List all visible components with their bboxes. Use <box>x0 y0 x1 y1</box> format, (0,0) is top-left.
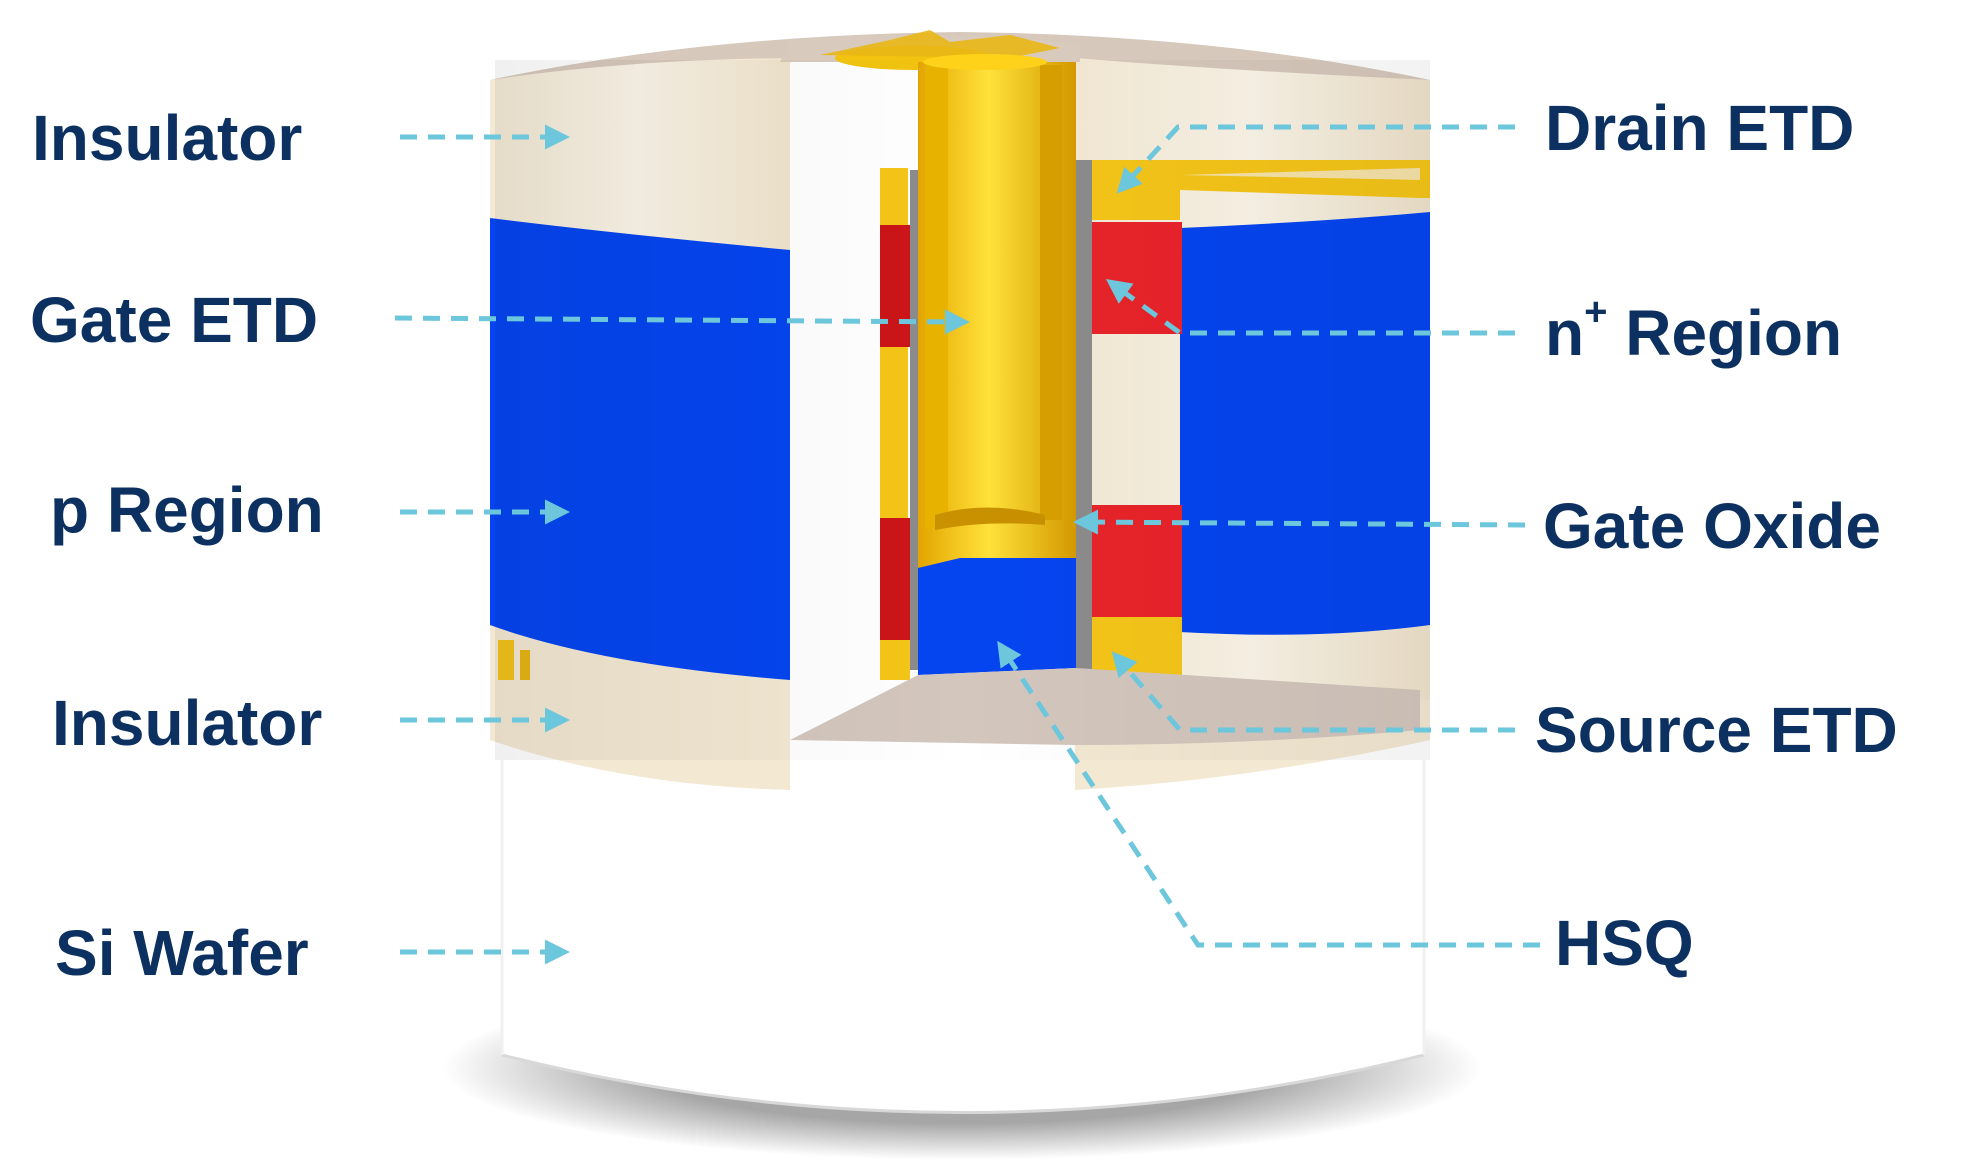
arrow-n-region <box>1105 279 1515 336</box>
arrow-hsq <box>997 640 1540 948</box>
label-gate-oxide: Gate Oxide <box>1543 490 1881 562</box>
leader-lines <box>394 124 1540 965</box>
label-n-region: n+ Region <box>1545 290 1842 369</box>
label-insulator-bottom: Insulator <box>52 687 322 759</box>
si-wafer-base <box>442 735 1482 1160</box>
label-hsq: HSQ <box>1555 907 1694 979</box>
arrow-gate-etd <box>394 309 970 335</box>
labels-right: Drain ETD n+ Region Gate Oxide Source ET… <box>1535 92 1898 979</box>
label-p-region: p Region <box>50 474 324 546</box>
label-gate-etd: Gate ETD <box>30 284 318 356</box>
label-n-region-rest: Region <box>1607 297 1842 369</box>
arrow-drain-etd <box>1116 124 1515 194</box>
label-n-region-base: n <box>1545 297 1584 369</box>
labels-left: Insulator Gate ETD p Region Insulator Si… <box>30 102 324 989</box>
label-source-etd: Source ETD <box>1535 694 1898 766</box>
label-n-region-sup: + <box>1584 290 1607 334</box>
device-cylinder <box>490 30 1430 790</box>
label-drain-etd: Drain ETD <box>1545 92 1854 164</box>
arrow-source-etd <box>1111 651 1515 733</box>
arrow-gate-oxide <box>1073 509 1526 535</box>
label-si-wafer: Si Wafer <box>55 917 309 989</box>
label-insulator-top: Insulator <box>32 102 302 174</box>
